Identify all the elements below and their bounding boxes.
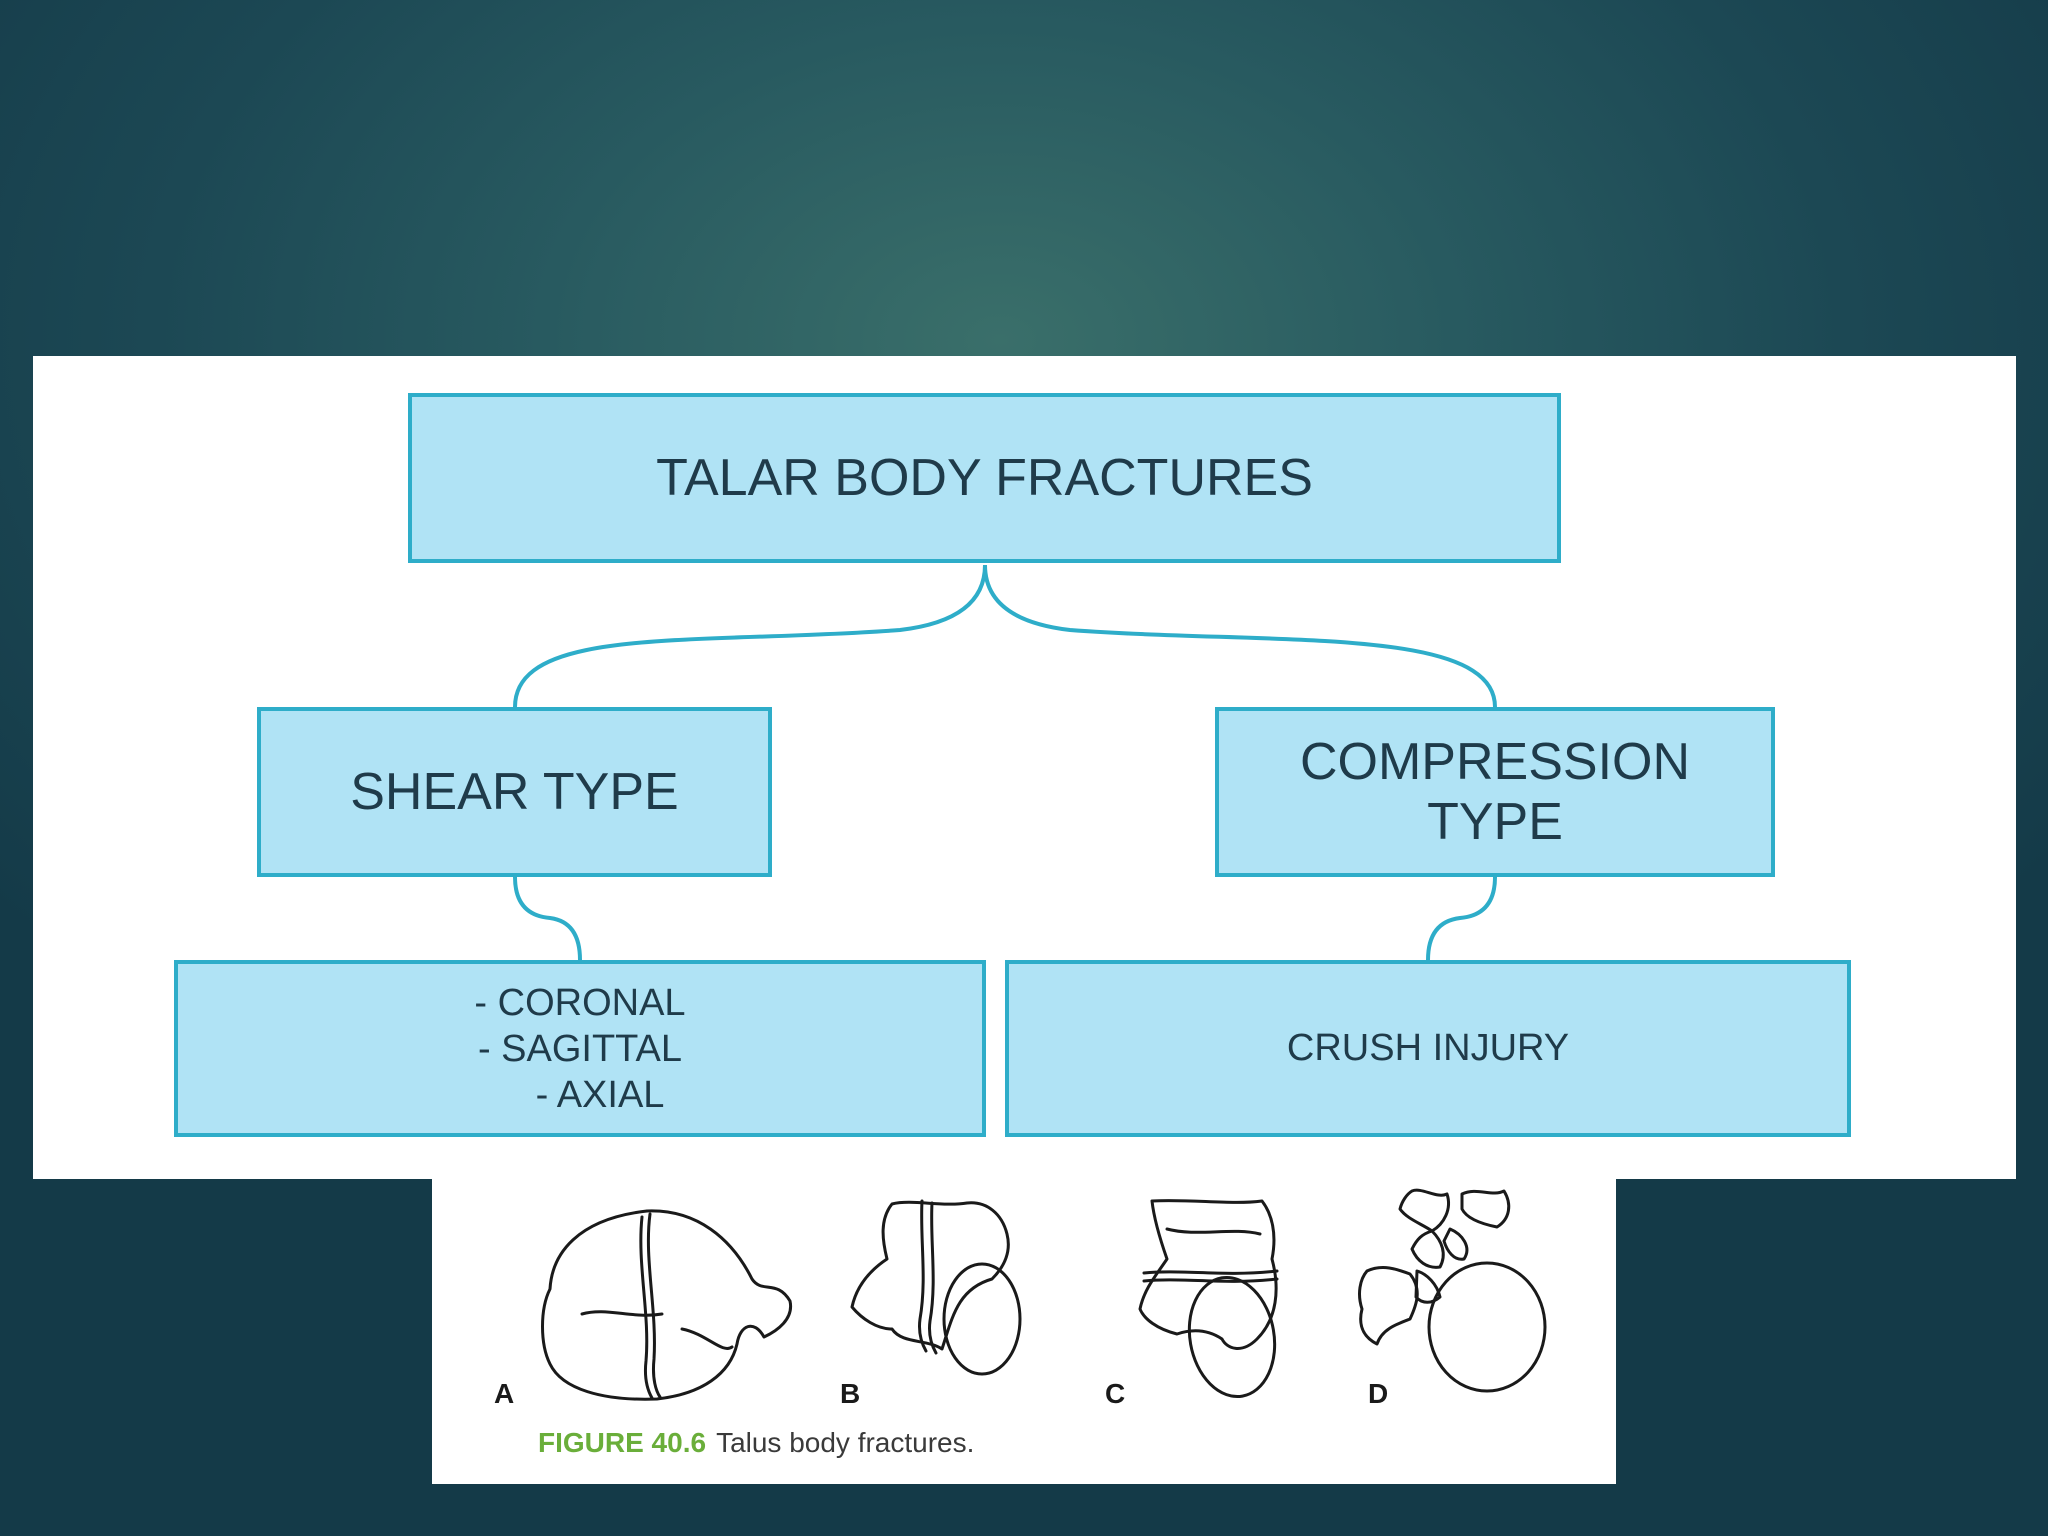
connector-root-to-compression — [983, 564, 1497, 708]
subtype-coronal: - CORONAL — [474, 981, 686, 1024]
crush-injury-box: CRUSH INJURY — [1005, 960, 1851, 1137]
talus-drawing-a — [541, 1209, 793, 1401]
panel-letter-a: A — [494, 1378, 515, 1409]
panel-letter-d: D — [1368, 1378, 1389, 1409]
shear-type-box: SHEAR TYPE — [257, 707, 772, 877]
compression-type-label-line-2: TYPE — [1427, 793, 1563, 851]
talus-drawing-c — [1138, 1199, 1279, 1399]
connector-root-to-shear — [513, 564, 987, 708]
talus-drawing-d — [1358, 1188, 1547, 1393]
panel-letter-b: B — [840, 1378, 861, 1409]
connector-shear-to-subtypes — [513, 876, 582, 961]
talus-drawing-b — [850, 1199, 1022, 1376]
talus-fracture-figure: A B C D FIGURE 40.6 Talus body fractures. — [432, 1179, 1616, 1484]
shear-type-label: SHEAR TYPE — [350, 763, 679, 821]
talar-body-fractures-box: TALAR BODY FRACTURES — [408, 393, 1561, 563]
panel-letter-c: C — [1105, 1378, 1126, 1409]
talus-drawings — [541, 1188, 1547, 1401]
shear-subtypes-box: - CORONAL - SAGITTAL - AXIAL — [174, 960, 986, 1137]
talar-body-fractures-label: TALAR BODY FRACTURES — [656, 449, 1313, 507]
figure-caption: FIGURE 40.6 Talus body fractures. — [538, 1427, 974, 1459]
figure-caption-label: FIGURE 40.6 — [538, 1427, 707, 1458]
crush-injury-label: CRUSH INJURY — [1286, 1027, 1570, 1069]
connector-compression-to-crush — [1426, 876, 1497, 961]
figure-caption-text: Talus body fractures. — [716, 1427, 975, 1458]
subtype-axial: - AXIAL — [535, 1073, 665, 1116]
compression-type-label-line-1: COMPRESSION — [1299, 733, 1691, 791]
subtype-sagittal: - SAGITTAL — [477, 1027, 683, 1070]
compression-type-box: COMPRESSION TYPE — [1215, 707, 1775, 877]
